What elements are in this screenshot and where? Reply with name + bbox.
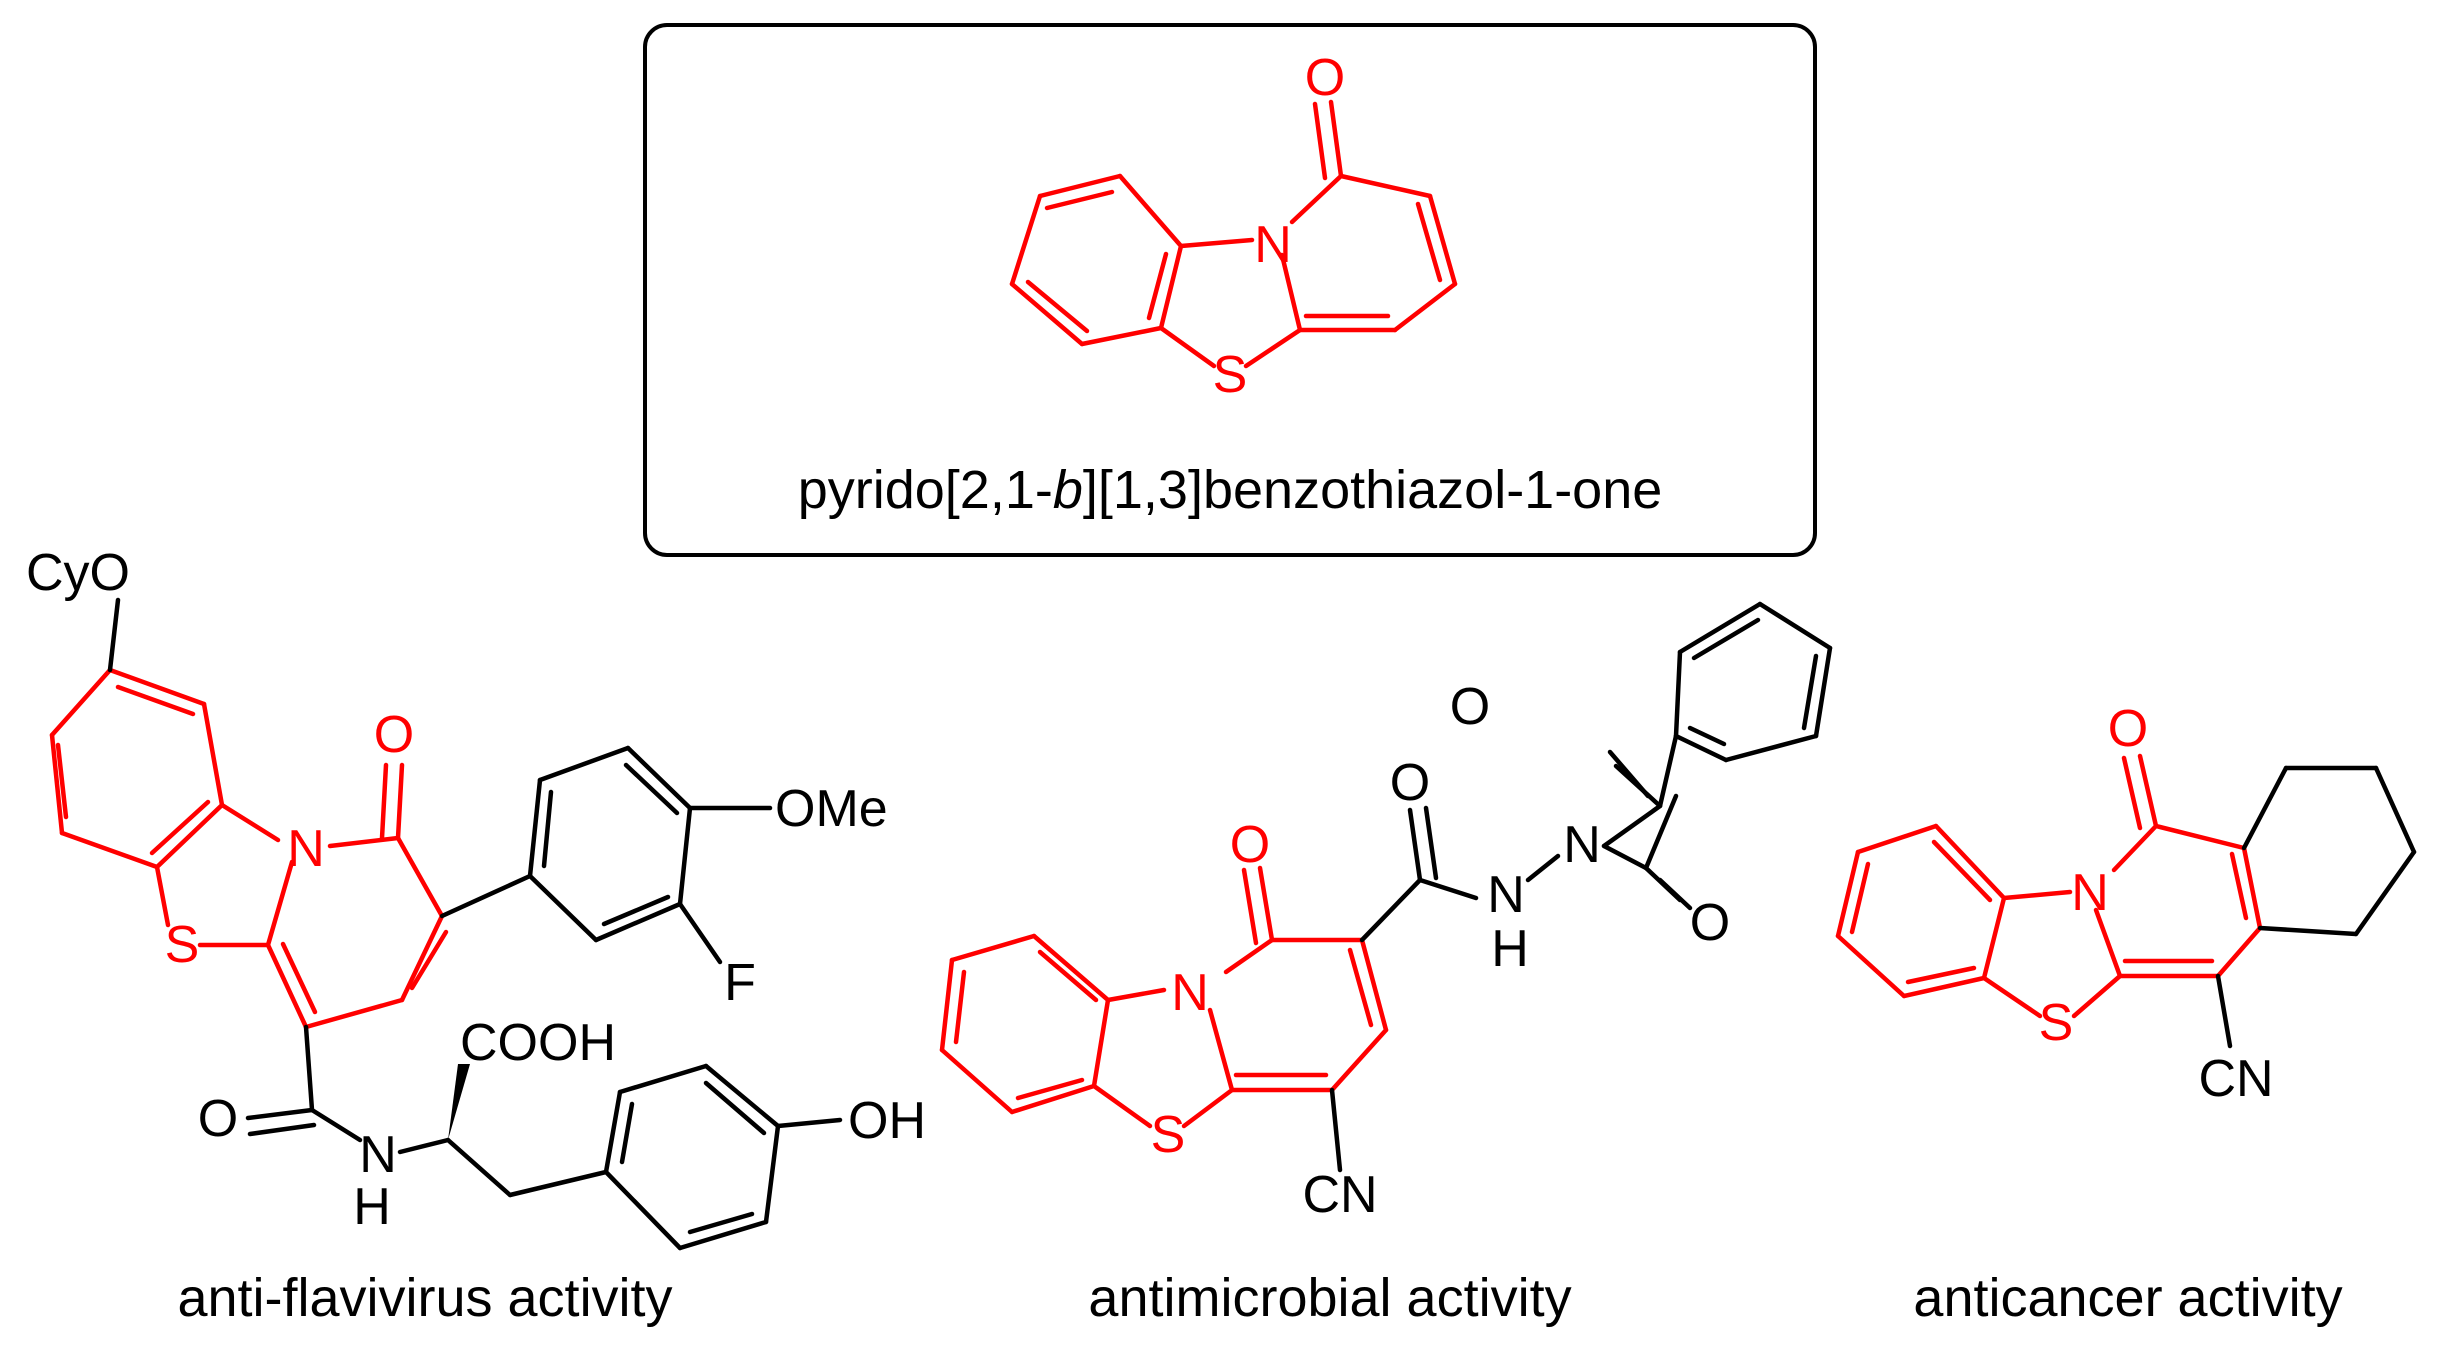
c3-caption: anticancer activity — [1913, 1268, 2342, 1328]
c2-atom-n-imide: N — [1563, 816, 1601, 874]
c1-atom-nh-h: H — [353, 1178, 391, 1236]
c2-atom-cn: CN — [1302, 1166, 1377, 1224]
c2-atom-o-imide2: O — [1690, 894, 1730, 952]
c2-atom-o-amide: O — [1390, 754, 1430, 812]
core-caption: pyrido[2,1-b][1,3]benzothiazol-1-one — [798, 460, 1663, 520]
c2-atom-nh-h: H — [1491, 920, 1529, 978]
stereo-wedge — [448, 1064, 470, 1140]
core-scaffold — [1009, 99, 1458, 369]
c3-atom-cn: CN — [2198, 1050, 2273, 1108]
core-caption-suffix: ][1,3]benzothiazol-1-one — [1083, 460, 1662, 520]
c1-atom-f: F — [724, 954, 756, 1012]
c3-atom-n: N — [2071, 864, 2109, 922]
c1-atom-s: S — [165, 916, 200, 974]
core-atom-n: N — [1254, 216, 1292, 274]
core-atom-o: O — [1305, 49, 1345, 107]
c1-atom-nh-n: N — [359, 1126, 397, 1184]
compound-2-core — [939, 865, 1389, 1129]
compound-2-substituents — [1329, 601, 1833, 1173]
compound-3-substituents — [2215, 765, 2417, 1049]
core-structure-panel: O N S pyrido[2,1-b][1,3]benzothiazol-1-o… — [643, 23, 1817, 557]
core-caption-italic: b — [1053, 460, 1083, 520]
compound-antimicrobial: O N S CN O N H N O O antimicrobial activ… — [939, 601, 1833, 1328]
core-caption-prefix: pyrido[2,1- — [798, 460, 1053, 520]
c2-atom-o-imide1: O — [1450, 678, 1490, 736]
c3-atom-s: S — [2039, 994, 2074, 1052]
c2-atom-nh-n: N — [1487, 866, 1525, 924]
c1-atom-o-keto: O — [374, 706, 414, 764]
c1-atom-oh: OH — [848, 1092, 926, 1150]
compound-1-substituents — [107, 597, 843, 1251]
c1-atom-cyo: CyO — [26, 544, 130, 602]
c1-atom-n: N — [287, 820, 325, 878]
c2-atom-s: S — [1151, 1106, 1186, 1164]
compound-1-core — [49, 667, 449, 1030]
compound-3-core — [1835, 753, 2263, 1019]
c1-atom-ome: OMe — [775, 780, 888, 838]
c1-caption: anti-flavivirus activity — [177, 1268, 672, 1328]
c2-caption: antimicrobial activity — [1088, 1268, 1571, 1328]
c1-atom-o-amide: O — [198, 1090, 238, 1148]
compound-anticancer: O N S CN anticancer activity — [1835, 700, 2417, 1328]
c1-atom-cooh: COOH — [460, 1014, 616, 1072]
compound-anti-flavivirus: CyO O N S OMe F COOH O N H OH anti-flavi… — [26, 544, 926, 1328]
c2-atom-n: N — [1171, 964, 1209, 1022]
c3-atom-o-keto: O — [2108, 700, 2148, 758]
core-frame — [643, 23, 1817, 557]
core-atom-s: S — [1213, 346, 1248, 404]
c2-atom-o-keto: O — [1230, 816, 1270, 874]
